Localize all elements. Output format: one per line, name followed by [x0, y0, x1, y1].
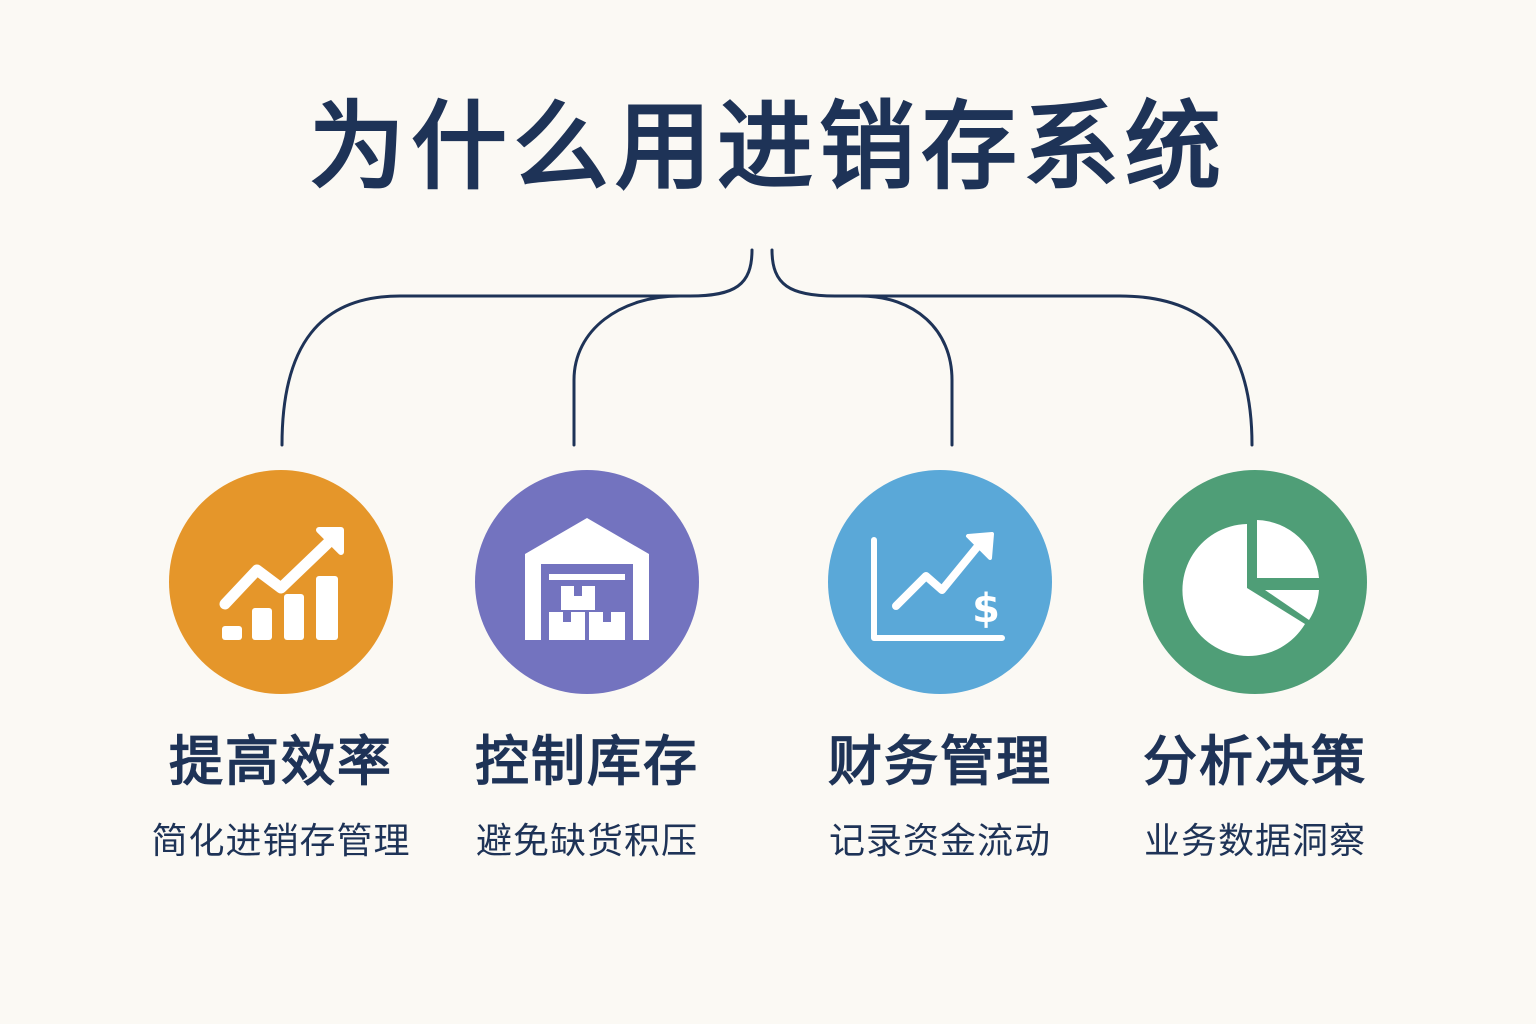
- benefit-item-analysis: 分析决策 业务数据洞察: [1105, 470, 1405, 890]
- connector-line-2: [572, 294, 682, 447]
- finance-chart-icon: $: [871, 532, 1005, 641]
- item-title: 分析决策: [1143, 730, 1367, 793]
- connector-line-4: [770, 248, 1254, 447]
- benefit-item-finance: $ 财务管理 记录资金流动: [790, 470, 1090, 890]
- svg-text:$: $: [972, 586, 1000, 632]
- item-subtitle: 业务数据洞察: [1143, 821, 1366, 862]
- item-title: 控制库存: [475, 730, 699, 793]
- benefit-item-inventory: 控制库存 避免缺货积压: [437, 470, 737, 890]
- item-title: 财务管理: [828, 730, 1052, 793]
- connector-line-1: [280, 248, 754, 447]
- circle-efficiency: [169, 470, 393, 694]
- connector-line-3: [858, 294, 954, 447]
- item-subtitle: 避免缺货积压: [475, 821, 698, 862]
- item-subtitle: 简化进销存管理: [151, 821, 411, 862]
- item-subtitle: 记录资金流动: [828, 821, 1051, 862]
- main-title: 为什么用进销存系统: [309, 91, 1227, 203]
- warehouse-icon: [525, 518, 649, 640]
- growth-chart-icon: [219, 527, 344, 640]
- circle-analysis: [1143, 470, 1367, 694]
- item-title: 提高效率: [169, 730, 393, 793]
- pie-chart-icon: [1182, 520, 1319, 656]
- circle-finance: $: [828, 470, 1052, 694]
- benefit-item-efficiency: 提高效率 简化进销存管理: [131, 470, 431, 890]
- circle-inventory: [475, 470, 699, 694]
